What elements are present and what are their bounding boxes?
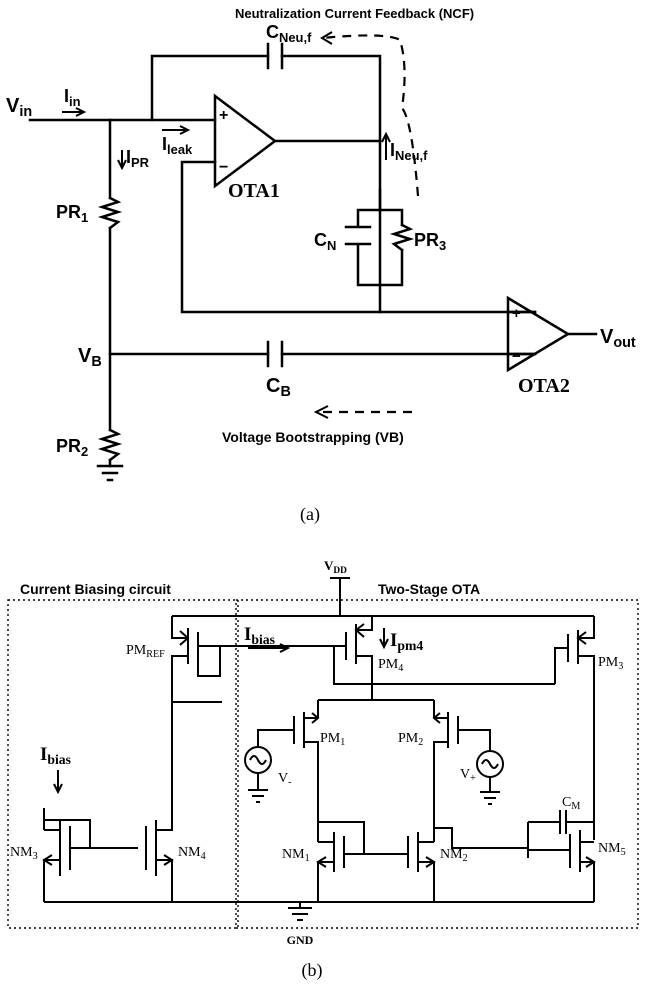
gnd-label: GND: [287, 933, 314, 947]
caption-b: (b): [302, 960, 323, 981]
pm1-transistor: [257, 712, 320, 842]
ota1-label: OTA1: [228, 180, 280, 202]
pmref-transistor: [171, 616, 240, 702]
nm3-transistor: [42, 808, 138, 902]
ota2-label: OTA2: [518, 375, 570, 397]
nm3-label: NM3: [10, 845, 38, 862]
pr3-label: PR3: [414, 230, 446, 253]
pm2-transistor: [432, 712, 491, 842]
ota-box: [235, 599, 639, 929]
pr3-resistor: [389, 223, 415, 252]
ineu-arrow: [381, 131, 391, 160]
vdd-label: VDD: [324, 558, 347, 576]
ground-symbol-b: [288, 902, 312, 921]
vminus-sine: [249, 755, 267, 765]
ota1-minus-sign: −: [219, 159, 228, 176]
iin-label: Iin: [64, 86, 81, 109]
pm1-label: PM1: [320, 731, 345, 748]
ipr-arrow: [117, 150, 127, 171]
part-a-schematic: [28, 31, 598, 482]
pm2-label: PM2: [398, 731, 423, 748]
vout-label: Vout: [600, 326, 636, 351]
ota2-plus-sign: +: [512, 305, 521, 322]
vplus-ground: [480, 777, 500, 805]
pr1-resistor: [97, 196, 123, 230]
pm3-transistor: [554, 616, 595, 840]
ipr-label: IPR: [126, 147, 150, 170]
vplus-label: V+: [460, 767, 476, 784]
cm-capacitor: [527, 810, 594, 858]
ileak-arrow: [162, 125, 191, 135]
vminus-ground: [248, 773, 268, 803]
bias-circuit-title: Current Biasing circuit: [20, 581, 171, 597]
vdd-wire: [330, 577, 350, 616]
pm3-label: PM3: [598, 655, 623, 672]
nm1-transistor: [316, 821, 365, 902]
nm4-label: NM4: [178, 845, 206, 862]
vplus-sine: [481, 759, 499, 769]
vb-label: Voltage Bootstrapping (VB): [222, 429, 404, 445]
cb-capacitor: [266, 340, 284, 368]
iin-arrow: [62, 107, 87, 117]
ota1-plus-sign: +: [219, 107, 228, 124]
nm5-gate-wire: [434, 827, 528, 849]
ipm4-label: Ipm4: [390, 630, 423, 653]
feedback-wire: [150, 54, 382, 314]
bias-circuit-box: [7, 599, 239, 929]
pr1-label: PR1: [56, 202, 88, 225]
vb-arrowhead: [313, 405, 329, 419]
cn-capacitor: [344, 225, 372, 246]
ileak-label: Ileak: [162, 134, 193, 157]
ibias-left-label: Ibias: [40, 744, 71, 767]
ncf-arrowhead: [320, 31, 333, 45]
pr2-resistor: [97, 428, 123, 462]
vin-label: Vin: [6, 95, 32, 120]
ibias-top-label: Ibias: [244, 624, 275, 647]
pmref-label: PMREF: [126, 643, 165, 660]
cneu-label: CNeu,f: [266, 22, 312, 45]
ota2-inputs: [506, 310, 537, 356]
ncf-dashed-path: [321, 34, 420, 197]
cn-pr3-branch: [356, 188, 404, 287]
nm5-transistor: [528, 830, 596, 902]
ota2-triangle: [506, 295, 571, 373]
ota1-triangle: [213, 93, 278, 189]
part-b-schematic: [7, 577, 639, 929]
vb-node-label: VB: [78, 345, 102, 370]
ota-title: Two-Stage OTA: [378, 581, 480, 597]
ncf-label: Neutralization Current Feedback (NCF): [235, 6, 474, 21]
cn-label: CN: [314, 230, 336, 253]
pm4-transistor: [333, 616, 555, 700]
ipm4-arrow: [379, 628, 389, 650]
cb-label: CB: [266, 375, 291, 400]
caption-a: (a): [300, 504, 320, 525]
ground-symbol-a: [96, 464, 124, 482]
nm1-label: NM1: [282, 847, 310, 864]
nm5-label: NM5: [598, 841, 626, 858]
cm-label: CM: [562, 795, 580, 812]
ineu-label: INeu,f: [390, 140, 428, 163]
diff-pair-tail: [317, 699, 435, 718]
pr2-label: PR2: [56, 436, 88, 459]
cneu-capacitor: [266, 42, 284, 70]
ota1-negative-feedback-wire: [180, 160, 537, 314]
ibias-left-arrow: [53, 770, 63, 795]
pm4-label: PM4: [378, 657, 403, 674]
nm2-label: NM2: [440, 847, 468, 864]
nm4-transistor: [145, 701, 222, 902]
ota2-minus-sign: −: [512, 348, 521, 365]
nm2-transistor: [364, 832, 436, 902]
vminus-label: V-: [278, 771, 291, 788]
